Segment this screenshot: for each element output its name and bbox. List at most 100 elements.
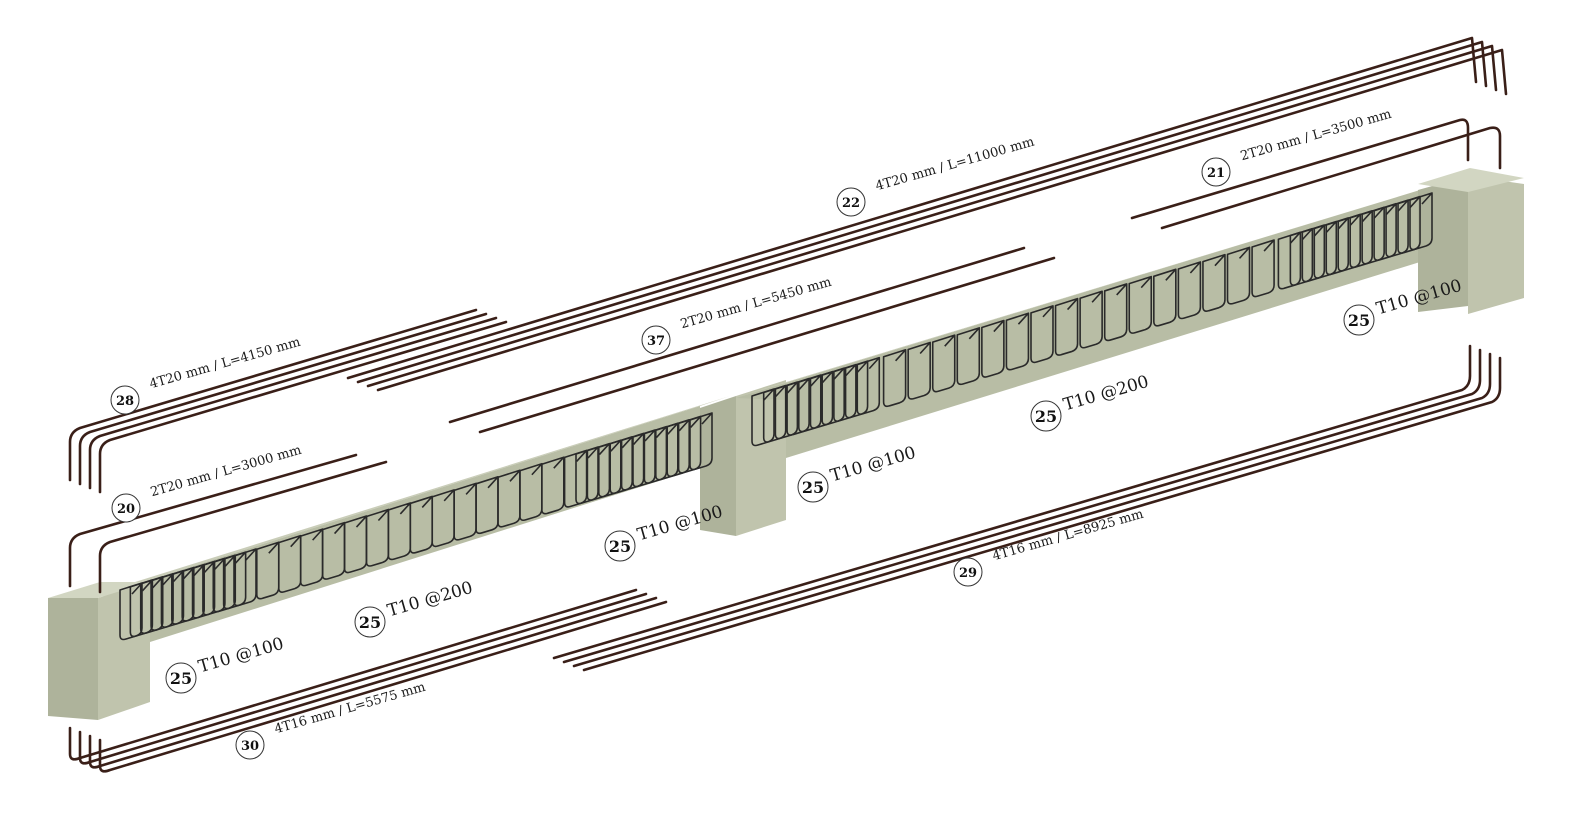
rebar-29-bar-1 [552,344,1472,660]
beam-left-front-face [98,406,700,642]
rebar-22-bar-4 [376,48,1508,392]
rebar-29-bottom-long [552,344,1502,672]
callout-22: 22 4T20 mm / L=11000 mm [836,134,1036,217]
rebar-30-bar-4 [98,600,668,773]
stirrup [1251,239,1275,298]
stirrup [981,319,1005,378]
rebar-20-top-left [68,453,388,594]
stirrup [689,412,713,471]
stirrup-label-5-mark: 25 [1035,407,1057,426]
stirrup-label-2: 25 T10 @200 [354,578,475,638]
stirrup [1177,261,1202,320]
stirrup-label-4-text: T10 @100 [828,443,918,486]
callout-20-mark: 20 [117,502,135,517]
stirrup-label-2-text: T10 @200 [385,578,475,621]
stirrup [1005,312,1030,371]
rebar-28-bar-2 [78,312,488,486]
callout-28-mark: 28 [116,394,134,409]
rebar-22-bar-1 [346,36,1478,380]
rebar-28-bar-4 [98,320,508,494]
callout-21-mark: 21 [1207,166,1225,181]
callout-37-text: 2T20 mm / L=5450 mm [679,275,833,333]
rebar-20-bar-1 [68,453,358,588]
stirrup [956,327,981,386]
rebar-37-bar-1 [448,246,1026,424]
rebar-28-top-left [68,308,508,494]
callout-29-mark: 29 [959,566,977,581]
rebar-22-bar-2 [356,40,1488,384]
rebar-22-bar-3 [366,44,1498,388]
callout-20: 20 2T20 mm / L=3000 mm [111,443,303,523]
callout-28: 28 4T20 mm / L=4150 mm [110,335,302,415]
stirrup [1103,283,1128,342]
stirrup [233,548,257,607]
rebar-21-top-right [1130,118,1502,230]
stirrup [541,456,565,515]
stirrup-label-5-text: T10 @200 [1061,372,1151,415]
rebar-37-bar-2 [478,256,1056,434]
stirrup-label-6-circle [1343,304,1375,336]
stirrup [907,341,931,400]
stirrup-label-3-circle [604,530,636,562]
rebar-29-bar-4 [582,356,1502,672]
rebar-29-bar-3 [572,352,1492,668]
stirrup-label-3-text: T10 @100 [635,502,725,545]
callout-30: 30 4T16 mm / L=5575 mm [235,680,427,760]
rebar-37-top-middle [448,246,1056,434]
rebar-29-bar-2 [562,348,1482,664]
stirrup-label-1-text: T10 @100 [196,634,286,677]
right-support-front [1418,176,1468,312]
stirrup [1030,305,1054,364]
rebar-group [68,36,1508,773]
middle-support-side [736,380,786,536]
callout-29-circle [953,557,983,587]
stirrup-label-3-mark: 25 [609,537,631,556]
stirrup [856,356,881,415]
stirrup [1079,290,1103,349]
callout-21-circle [1201,157,1231,187]
stirrup-label-6-mark: 25 [1348,311,1370,330]
stirrup-label-2-mark: 25 [359,613,381,632]
callout-37-circle [641,325,671,355]
callout-22-circle [836,187,866,217]
rebar-21-bar-1 [1130,118,1470,220]
rebar-28-bar-1 [68,308,478,482]
stirrup [1128,275,1153,334]
callout-30-text: 4T16 mm / L=5575 mm [273,680,427,738]
stirrup [882,349,907,408]
rebar-20-bar-2 [98,460,388,594]
stirrup-label-5-circle [1030,400,1062,432]
left-support-front [48,598,98,720]
callout-20-circle [111,493,141,523]
stirrup [931,334,956,393]
callout-37-mark: 37 [647,334,665,349]
callout-22-mark: 22 [842,196,860,211]
right-support-side [1468,176,1524,314]
stirrup-label-4-circle [797,471,829,503]
stirrup-label-3: 25 T10 @100 [604,502,725,562]
stirrup [1054,297,1079,356]
right-support-top [1418,168,1524,192]
middle-support-front [700,396,736,536]
rebar-28-bar-3 [88,316,498,490]
beam-left-top-face [98,396,730,596]
callout-30-mark: 30 [241,739,259,754]
stirrup [1226,246,1251,305]
stirrup-group [119,192,1433,641]
left-support-side [98,582,150,720]
rebar-22-top-long [346,36,1508,392]
stirrup-label-4-mark: 25 [802,478,824,497]
callout-28-circle [110,385,140,415]
stirrup [1409,192,1433,251]
stirrup-label-5: 25 T10 @200 [1030,372,1151,432]
stirrup-label-4: 25 T10 @100 [797,443,918,503]
rebar-21-bar-2 [1160,126,1502,230]
stirrup [1202,253,1226,312]
rebar-30-bottom-left [68,588,668,773]
stirrup-label-1-circle [165,662,197,694]
stirrup-label-2-circle [354,606,386,638]
callout-30-circle [235,730,265,760]
stirrup [1153,268,1177,327]
stirrup-label-1: 25 T10 @100 [165,634,286,694]
